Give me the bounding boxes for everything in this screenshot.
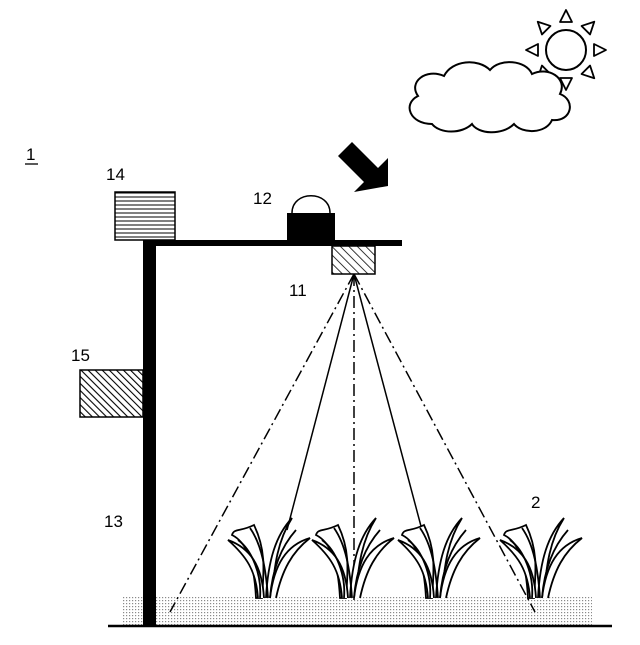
label-light-meter: 12 xyxy=(253,189,272,208)
label-pole: 13 xyxy=(104,512,123,531)
pole xyxy=(143,240,156,626)
view-lines xyxy=(170,274,535,612)
arm xyxy=(143,240,402,246)
cloud-icon xyxy=(410,62,570,132)
plant xyxy=(500,518,582,598)
ground xyxy=(108,597,612,626)
label-plant: 2 xyxy=(531,493,540,512)
light-meter-12 xyxy=(287,196,335,241)
label-sensor: 11 xyxy=(289,281,307,300)
plant xyxy=(398,518,480,598)
label-system: 1 xyxy=(26,145,35,164)
sensor-11 xyxy=(332,246,375,274)
arrow-icon xyxy=(338,142,388,192)
label-panel: 14 xyxy=(106,165,125,184)
plant xyxy=(312,518,394,598)
plant xyxy=(228,518,310,598)
box-15 xyxy=(80,370,143,417)
label-box: 15 xyxy=(71,346,90,365)
panel-14 xyxy=(115,192,175,240)
